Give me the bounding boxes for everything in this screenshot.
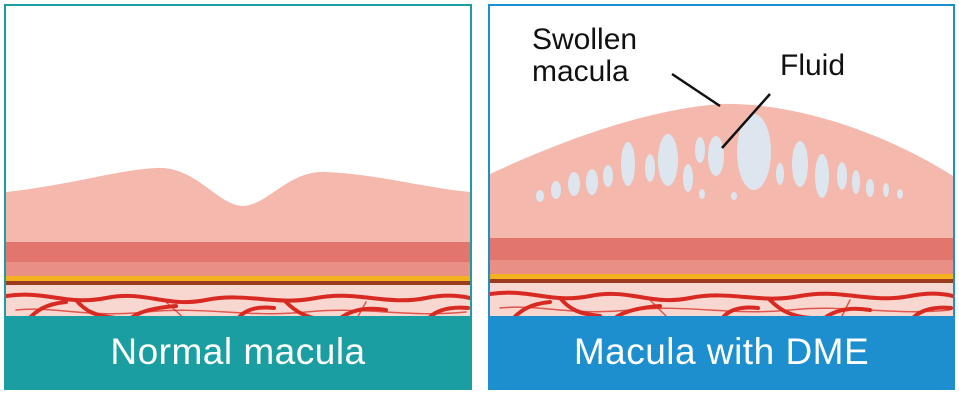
retina-band-dark xyxy=(6,262,470,278)
fluid-pocket xyxy=(815,154,829,198)
normal-macula-illustration xyxy=(6,6,470,322)
bruchs-brown-layer xyxy=(6,281,470,285)
fluid-pocket xyxy=(837,162,847,190)
fluid-pocket xyxy=(776,163,784,185)
bruchs-brown-layer xyxy=(490,279,953,283)
fluid-pocket xyxy=(658,134,678,186)
fluid-pocket xyxy=(586,169,598,195)
fluid-pocket xyxy=(621,142,635,186)
dme-macula-panel: Swollen macula Fluid Macula with DME xyxy=(488,4,955,390)
fluid-pocket xyxy=(852,170,860,194)
swollen-retina-layer xyxy=(490,104,953,252)
fluid-pocket xyxy=(683,164,693,192)
fluid-pocket xyxy=(792,141,808,187)
rpe-yellow-layer xyxy=(490,274,953,279)
fluid-pocket xyxy=(695,137,705,163)
fluid-pocket xyxy=(897,189,903,199)
swollen-leader-line xyxy=(672,74,720,106)
fluid-pocket xyxy=(866,179,874,197)
rpe-yellow-layer xyxy=(6,276,470,281)
fluid-pocket xyxy=(603,165,613,187)
normal-macula-panel: Normal macula xyxy=(4,4,472,390)
retina-layer xyxy=(6,168,470,254)
fluid-label: Fluid xyxy=(780,50,845,82)
dme-macula-caption: Macula with DME xyxy=(490,316,953,388)
fluid-pocket xyxy=(731,192,737,200)
fluid-pocket xyxy=(645,154,655,182)
fluid-pocket xyxy=(699,189,705,199)
normal-macula-caption: Normal macula xyxy=(6,316,470,388)
fluid-pocket xyxy=(536,190,544,202)
retina-band-dark xyxy=(490,260,953,276)
swollen-macula-label: Swollen macula xyxy=(532,24,637,88)
fluid-pocket xyxy=(551,181,561,199)
fluid-pocket xyxy=(708,136,724,176)
fluid-pocket xyxy=(883,183,889,197)
fluid-pocket xyxy=(568,172,580,196)
